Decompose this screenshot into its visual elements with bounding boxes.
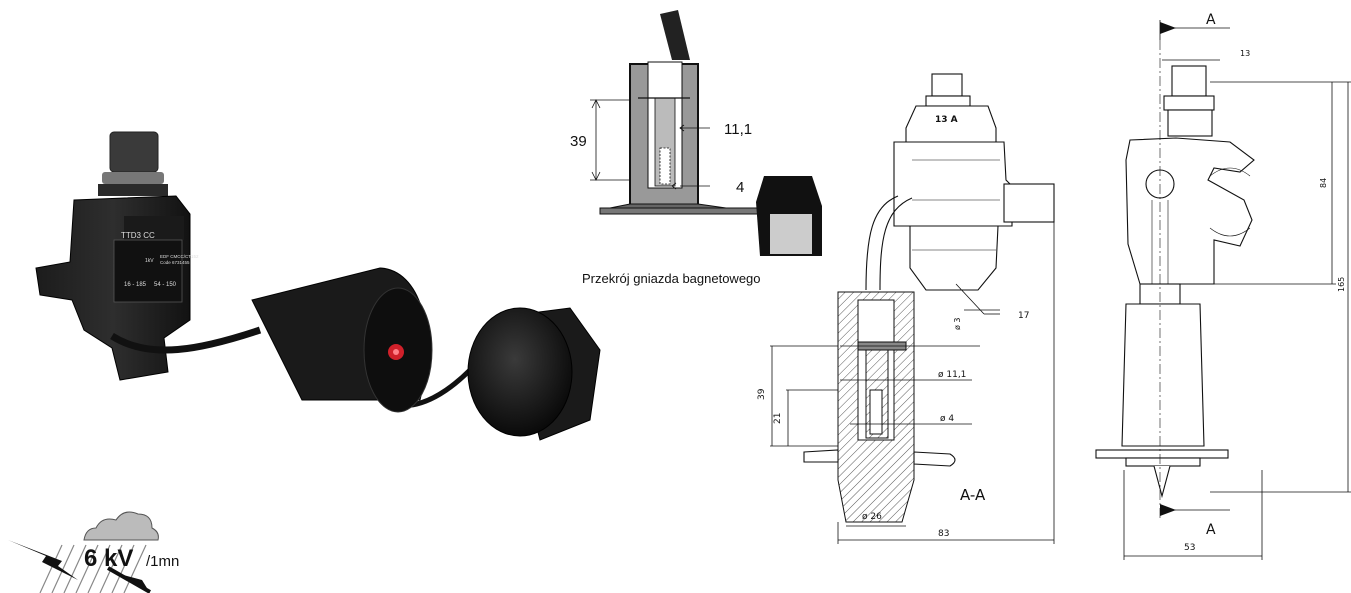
side-dim-165: 165 (1337, 277, 1346, 292)
side-section-marker-top: A (1206, 12, 1216, 28)
photo-range-main: 16 - 185 (124, 282, 147, 288)
section-dim-height: 39 (570, 133, 587, 150)
side-section-marker-bottom: A (1206, 522, 1216, 538)
side-dim-13: 13 (1240, 49, 1250, 58)
front-section-drawing (770, 73, 1055, 544)
photo-rating: 1kV (145, 258, 154, 264)
side-view-drawing (1095, 20, 1351, 560)
connector-photo (35, 131, 601, 441)
front-dim-21: 21 (773, 413, 783, 424)
photo-code-line2: Code 6731455 (160, 260, 190, 265)
bayonet-section-drawing (590, 10, 822, 256)
side-dim-53: 53 (1184, 543, 1195, 553)
front-dim-d26: ø 26 (862, 512, 882, 522)
photo-code-line1: EDF CMCC/CT152 (160, 254, 199, 259)
section-caption: Przekrój gniazda bagnetowego (582, 271, 761, 286)
section-dim-bore: 11,1 (724, 121, 752, 138)
front-section-label: A-A (960, 486, 986, 504)
badge-voltage: 6 kV (84, 545, 133, 572)
front-dim-d3: ø 3 (953, 317, 962, 330)
front-dim-83: 83 (938, 529, 949, 539)
photo-range-branch: 54 - 150 (154, 282, 177, 288)
section-dim-pin: 4 (736, 179, 744, 196)
voltage-badge-icon (8, 511, 159, 593)
photo-body-label: TTD3 CC (121, 231, 155, 240)
front-dim-39: 39 (757, 388, 767, 400)
side-dim-84: 84 (1319, 178, 1328, 188)
badge-unit: /1mn (146, 553, 179, 570)
front-dim-17: 17 (1018, 311, 1029, 321)
front-dim-d11: ø 11,1 (938, 370, 966, 380)
front-nut-label: 13 A (935, 115, 958, 125)
front-dim-d4: ø 4 (940, 414, 954, 424)
